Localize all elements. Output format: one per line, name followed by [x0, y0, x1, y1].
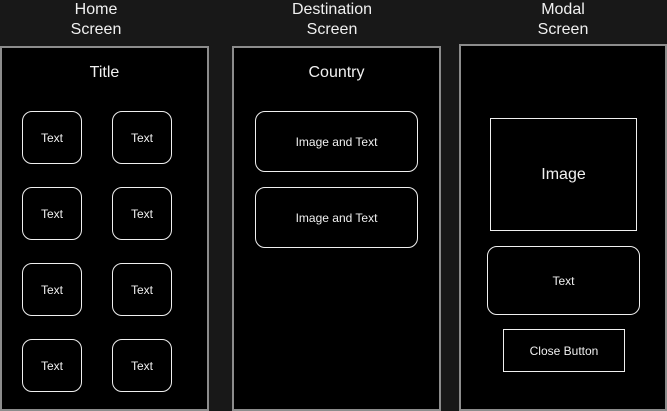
destination-card-2[interactable]: Image and Text	[255, 187, 418, 248]
home-tile-6[interactable]: Text	[112, 263, 172, 316]
home-screen: Title Text Text Text Text Text Text Text…	[0, 46, 209, 411]
home-screen-label: Home Screen	[70, 1, 122, 38]
home-tile-1[interactable]: Text	[22, 111, 82, 164]
home-title: Title	[89, 64, 120, 81]
modal-screen: Image Text Close Button	[459, 44, 667, 411]
modal-text-card: Text	[487, 246, 640, 315]
destination-title: Country	[308, 64, 365, 81]
home-tile-8[interactable]: Text	[112, 339, 172, 392]
modal-screen-label: Modal Screen	[537, 1, 589, 38]
modal-image: Image	[490, 118, 637, 231]
close-button[interactable]: Close Button	[503, 329, 625, 372]
destination-screen-label: Destination Screen	[291, 1, 373, 38]
home-tile-3[interactable]: Text	[22, 187, 82, 240]
destination-card-1[interactable]: Image and Text	[255, 111, 418, 172]
home-tile-2[interactable]: Text	[112, 111, 172, 164]
home-tile-4[interactable]: Text	[112, 187, 172, 240]
home-tile-5[interactable]: Text	[22, 263, 82, 316]
home-tile-7[interactable]: Text	[22, 339, 82, 392]
destination-screen: Country Image and Text Image and Text	[232, 46, 441, 411]
